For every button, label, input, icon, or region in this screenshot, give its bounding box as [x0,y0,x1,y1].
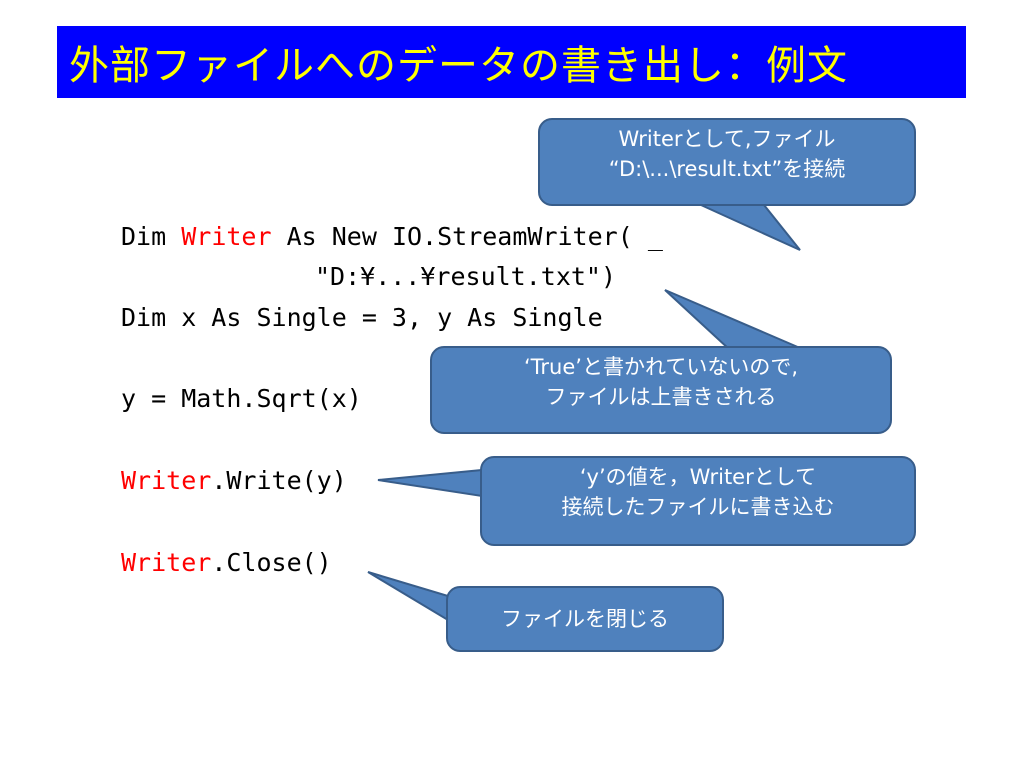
code-line-4: y = Math.Sqrt(x) [121,384,362,413]
callout-text: ‘True’と書かれていないので, [524,355,798,379]
title-bar: 外部ファイルへのデータの書き出し：例文 [57,26,966,98]
code-keyword-writer: Writer [181,222,272,251]
callout-text: ファイルを閉じる [501,607,669,631]
callout-write-value: ‘y’の値を，Writerとして 接続したファイルに書き込む [480,456,916,546]
code-keyword-writer: Writer [121,548,212,577]
callout-overwrite: ‘True’と書かれていないので, ファイルは上書きされる [430,346,892,434]
slide-title: 外部ファイルへのデータの書き出し：例文 [69,43,848,89]
pointer-write-value [377,468,483,498]
code-line-5: Writer.Write(y) [121,466,347,496]
code-keyword-writer: Writer [121,466,212,495]
code-text: Dim [121,222,182,251]
code-line-2: "D:¥...¥result.txt") [315,262,617,291]
code-line-6: Writer.Close() [121,548,332,578]
code-text: .Write(y) [211,466,347,495]
callout-text: 接続したファイルに書き込む [561,495,835,519]
code-line-1: Dim Writer As New IO.StreamWriter( _ [121,222,663,252]
callout-text: ‘y’の値を，Writerとして [579,465,817,489]
pointer-overwrite [664,289,801,352]
callout-text: ファイルは上書きされる [545,385,777,409]
code-text: .Close() [211,548,332,577]
callout-close-file: ファイルを閉じる [446,586,724,652]
pointer-writer-connect [689,199,801,251]
pointer-close-file [367,571,449,622]
callout-writer-connect: Writerとして,ファイル “D:\...\result.txt”を接続 [538,118,916,206]
code-text: As New IO.StreamWriter( _ [271,222,663,251]
callout-text: “D:\...\result.txt”を接続 [608,157,846,181]
code-line-3: Dim x As Single = 3, y As Single [121,303,603,332]
callout-text: Writerとして,ファイル [618,127,836,151]
